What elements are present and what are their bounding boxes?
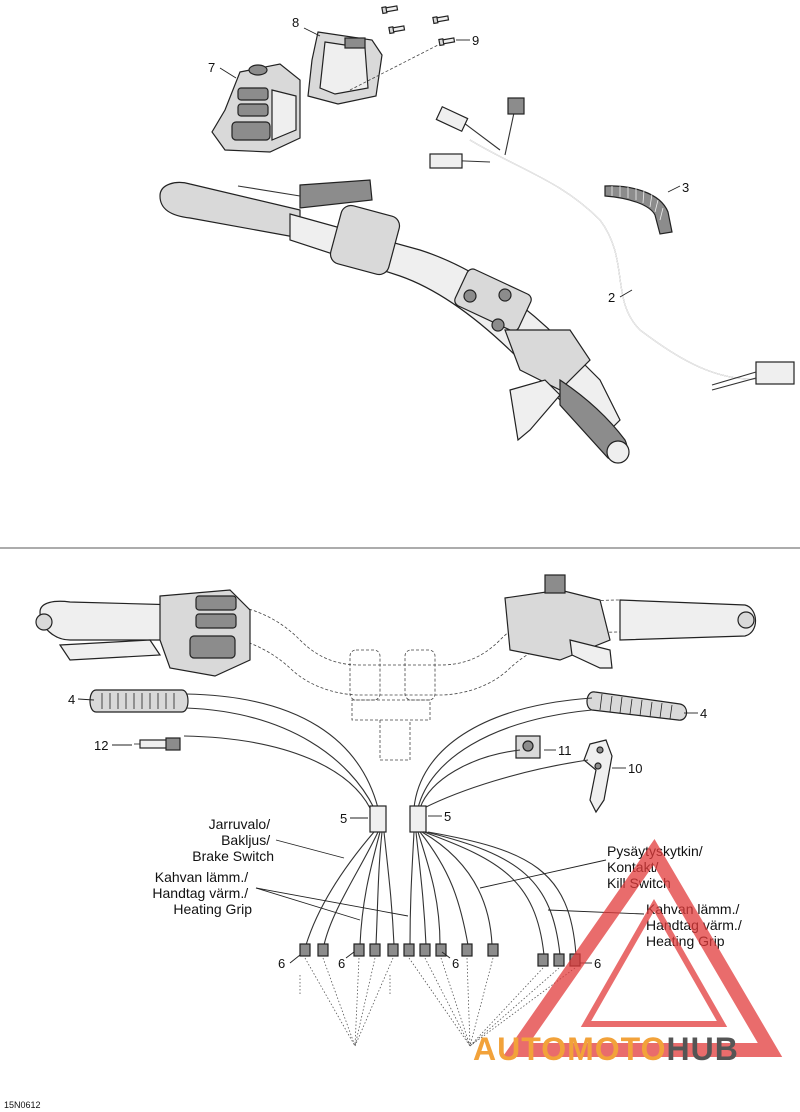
wire-sleeve-right: [409, 805, 427, 833]
figure-code: 15N0612: [4, 1100, 41, 1110]
heating-grip-right: [586, 691, 688, 721]
heat-left-line-3: Heating Grip: [173, 901, 252, 917]
svg-text:AUTOMOTOHUB: AUTOMOTOHUB: [473, 1031, 739, 1067]
callout-5-right: 5: [444, 809, 451, 824]
heating-element-coil: [604, 185, 673, 235]
handlebar-assembly: [159, 179, 630, 464]
heat-left-line-1: Kahvan lämm./: [155, 869, 248, 885]
wire-sleeve-left: [369, 805, 387, 833]
brake-switch-bracket: [583, 739, 613, 814]
wire-routing: [183, 693, 593, 809]
switch-housing-cover: [307, 31, 383, 105]
callout-6-a: 6: [278, 956, 285, 971]
label-heating-grip-left: Kahvan lämm./ Handtag värm./ Heating Gri…: [152, 869, 252, 917]
callout-12: 12: [94, 738, 108, 753]
callout-7: 7: [208, 60, 215, 75]
brake-line-3: Brake Switch: [192, 848, 274, 864]
heat-left-line-2: Handtag värm./: [152, 885, 248, 901]
left-grip-outline: [35, 589, 251, 677]
wiring-harness: [429, 97, 795, 391]
brake-line-1: Jarruvalo/: [209, 816, 271, 832]
callout-6-b: 6: [338, 956, 345, 971]
brake-line-2: Bakljus/: [221, 832, 270, 848]
right-grip-outline: [504, 574, 757, 669]
callout-9: 9: [472, 33, 479, 48]
callout-8: 8: [292, 15, 299, 30]
callout-4-right: 4: [700, 706, 707, 721]
temperature-sensor: [134, 737, 181, 751]
callout-6-d: 6: [594, 956, 601, 971]
watermark-text-auto: AUTOMOTO: [473, 1031, 666, 1067]
callout-2: 2: [608, 290, 615, 305]
connector-wires: [305, 831, 577, 956]
callout-11: 11: [558, 743, 572, 758]
callout-5-left: 5: [340, 811, 347, 826]
label-brake-switch: Jarruvalo/ Bakljus/ Brake Switch: [192, 816, 274, 864]
convergence-lines: [299, 957, 576, 1047]
heating-grip-left: [89, 689, 189, 713]
screw-set: [381, 5, 456, 47]
callout-6-c: 6: [452, 956, 459, 971]
control-switch-block: [211, 63, 301, 153]
callout-10: 10: [628, 761, 642, 776]
kill-switch-connector: [515, 735, 541, 759]
watermark-logo: AUTOMOTOHUB: [473, 839, 783, 1067]
callout-4-left: 4: [68, 692, 75, 707]
watermark-text-hub: HUB: [666, 1031, 738, 1067]
callout-3: 3: [682, 180, 689, 195]
